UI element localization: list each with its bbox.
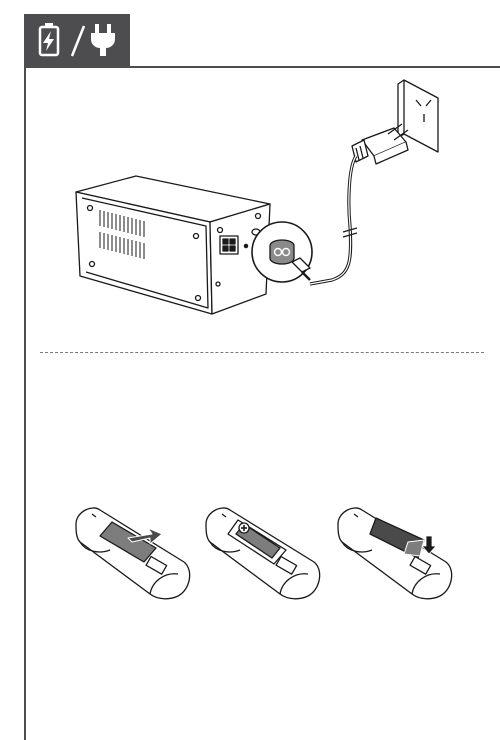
- header-rule: [24, 66, 500, 68]
- section-divider: [40, 352, 484, 353]
- remote-step-close-cover: [337, 507, 453, 600]
- power-connection-illustration: [70, 76, 450, 326]
- remote-step-insert-battery: [205, 507, 321, 600]
- slash-separator: [70, 25, 86, 57]
- remote-step-open-cover: [75, 507, 191, 600]
- power-plug-icon: [91, 24, 115, 56]
- wall-outlet: [397, 79, 439, 153]
- battery-charging-icon: [38, 23, 60, 57]
- section-header-tab: [24, 14, 130, 68]
- remote-battery-illustration: [70, 498, 460, 608]
- ac-power-cord: [309, 155, 358, 286]
- power-plug: [351, 123, 409, 165]
- left-margin-rule: [24, 66, 26, 740]
- stereo-unit: [75, 175, 271, 315]
- ac-inlet-callout: [251, 221, 313, 283]
